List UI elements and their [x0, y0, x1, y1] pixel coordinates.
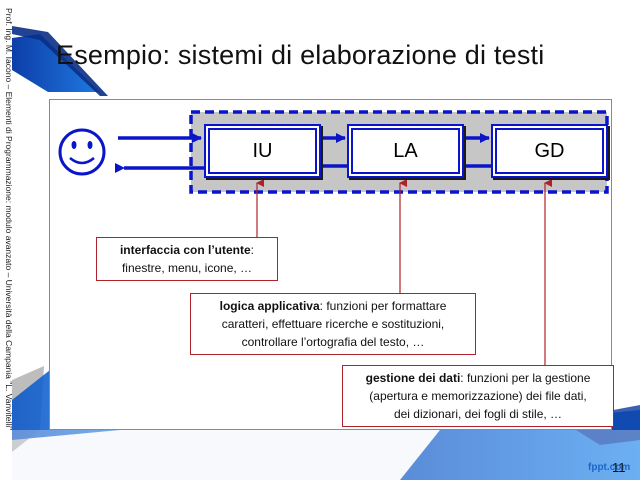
callout-text: : funzioni per formattare [319, 299, 447, 313]
node-gd: GD [491, 124, 608, 178]
callout-line: logica applicativa: funzioni per formatt… [195, 297, 471, 315]
page-number: 11 [612, 460, 626, 475]
slide-title: Esempio: sistemi di elaborazione di test… [56, 40, 545, 70]
callout-line: dei dizionari, dei fogli di stile, … [393, 407, 563, 421]
side-strip [0, 0, 12, 480]
callout-line: (apertura e memorizzazione) dei file dat… [369, 389, 587, 403]
callout-line: interfaccia con l’utente: [101, 241, 273, 259]
brand-logo-text: fppt.com [588, 462, 631, 473]
user-smiley-icon [58, 128, 106, 176]
callout-term: interfaccia con l’utente [119, 243, 251, 257]
callout-line: gestione dei dati: funzioni per la gesti… [347, 369, 609, 387]
callout-term: gestione dei dati [365, 371, 461, 385]
callout-interfaccia: interfaccia con l’utente: finestre, menu… [96, 237, 278, 281]
top-left-swoosh [12, 26, 108, 96]
callout-text: : funzioni per la gestione [460, 371, 591, 385]
callout-text: : [250, 243, 255, 257]
node-la: LA [347, 124, 464, 178]
callout-line: caratteri, effettuare ricerche e sostitu… [221, 317, 445, 331]
callout-term: logica applicativa [219, 299, 320, 313]
callout-logica: logica applicativa: funzioni per formatt… [190, 293, 476, 355]
callout-gestione: gestione dei dati: funzioni per la gesti… [342, 365, 614, 427]
callout-line: controllare l’ortografia del testo, … [241, 335, 425, 349]
callout-line: finestre, menu, icone, … [121, 261, 253, 275]
node-iu: IU [204, 124, 321, 178]
